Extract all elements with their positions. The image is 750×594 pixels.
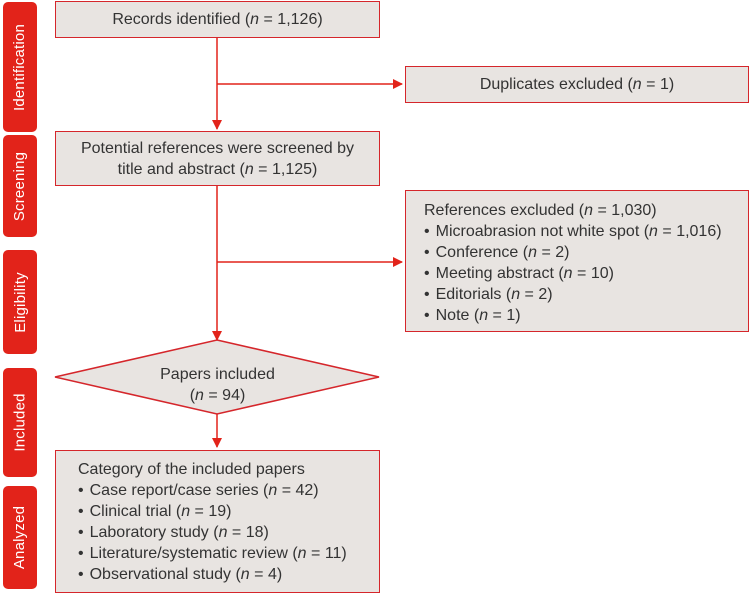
papers-included-diamond [54, 339, 380, 415]
screened-text-line1: Potential references were screened by [80, 139, 355, 157]
category-item: •Case report/case series (n = 42) [78, 482, 319, 499]
stage-tab-included: Included [3, 368, 37, 477]
references-excluded-title: References excluded (n = 1,030) [424, 202, 657, 219]
duplicates-excluded-text: Duplicates excluded (n = 1) [479, 76, 675, 93]
category-item: •Literature/systematic review (n = 11) [78, 545, 347, 562]
records-identified-text: Records identified (n = 1,126) [112, 11, 323, 28]
exclusion-item: •Note (n = 1) [424, 307, 521, 324]
papers-included-line1: Papers included [160, 366, 275, 383]
exclusion-item: •Meeting abstract (n = 10) [424, 265, 614, 282]
category-item: •Laboratory study (n = 18) [78, 524, 269, 541]
stage-tab-screening: Screening [3, 135, 37, 237]
categories-title: Category of the included papers [78, 461, 305, 478]
papers-included-label: Papers included (n = 94) [55, 345, 380, 425]
records-identified-box: Records identified (n = 1,126) [55, 1, 380, 38]
references-excluded-box: References excluded (n = 1,030) •Microab… [405, 190, 749, 332]
exclusion-item: •Microabrasion not white spot (n = 1,016… [424, 223, 722, 240]
category-item: •Observational study (n = 4) [78, 566, 283, 583]
exclusion-item: •Editorials (n = 2) [424, 286, 553, 303]
duplicates-excluded-box: Duplicates excluded (n = 1) [405, 66, 749, 103]
stage-tab-eligibility: Eligibility [3, 250, 37, 354]
screened-references-box: Potential references were screened by ti… [55, 131, 380, 186]
exclusion-item: •Conference (n = 2) [424, 244, 570, 261]
papers-included-line2: (n = 94) [189, 387, 246, 404]
categories-box: Category of the included papers •Case re… [55, 450, 380, 593]
stage-tab-identification: Identification [3, 2, 37, 132]
screened-text-line2: title and abstract (n = 1,125) [117, 160, 318, 178]
stage-tab-analyzed: Analyzed [3, 486, 37, 589]
category-item: •Clinical trial (n = 19) [78, 503, 232, 520]
